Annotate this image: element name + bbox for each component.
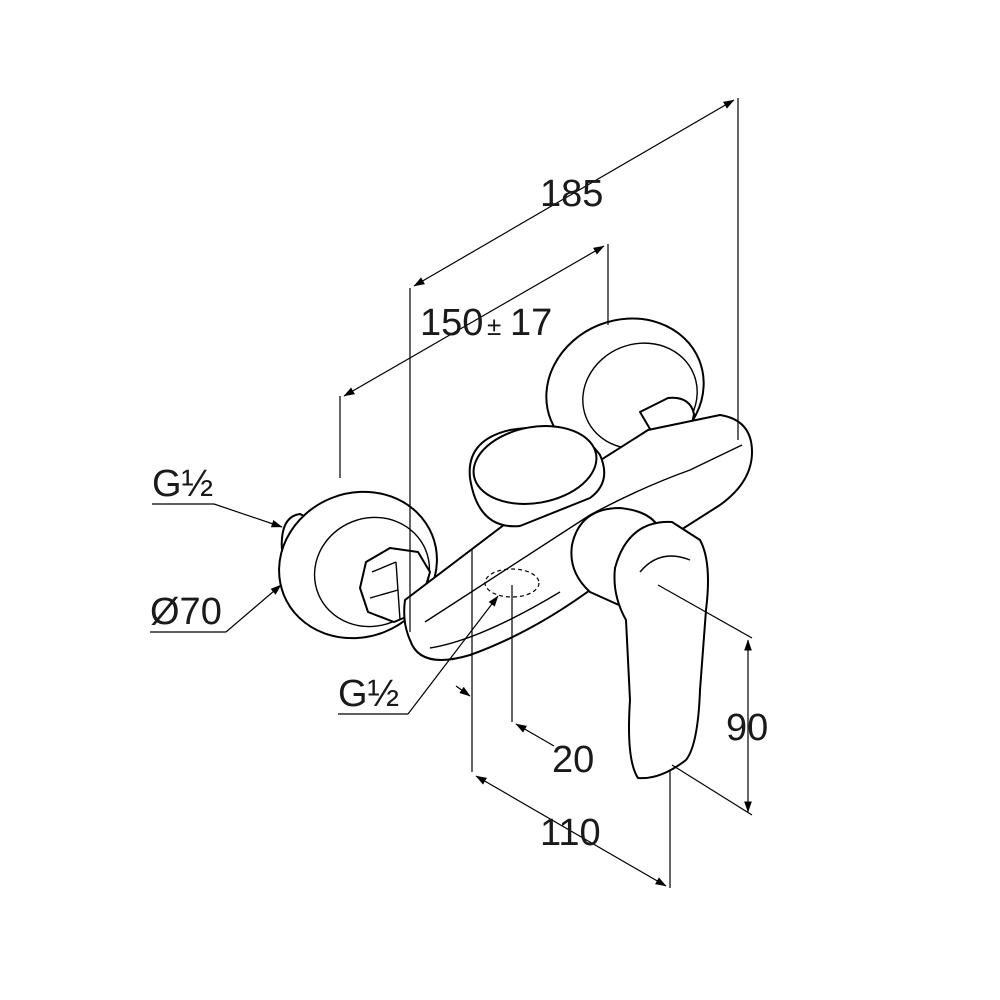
label-110: 110: [540, 812, 601, 854]
label-outlet-thread: G½: [338, 673, 399, 715]
leader-rosette-diameter: [150, 584, 282, 633]
outlet-opening: [484, 568, 540, 598]
dim-110: [455, 548, 671, 888]
cartridge-dome: [468, 425, 606, 528]
label-17: 17: [510, 302, 552, 344]
label-plus-minus: ±: [487, 311, 501, 341]
label-rosette-diameter: Ø70: [150, 591, 222, 633]
label-20: 20: [552, 739, 594, 781]
dim-20: [511, 585, 555, 747]
leader-outlet-thread: [338, 595, 499, 715]
dim-90: [657, 584, 753, 816]
dimension-labels: 185 150 ± 17 G½ Ø70 G½ 90 20 110: [150, 173, 768, 854]
label-185: 185: [540, 173, 603, 215]
lever-handle: [570, 507, 709, 780]
label-90: 90: [726, 707, 768, 749]
dimension-lines: [150, 98, 753, 888]
dim-150: [339, 244, 609, 478]
label-150-17: 150 ± 17: [420, 302, 552, 344]
mixer-body: [278, 317, 753, 780]
label-150: 150: [420, 302, 483, 344]
leader-inlet-thread: [152, 503, 283, 528]
label-inlet-thread: G½: [152, 463, 213, 505]
